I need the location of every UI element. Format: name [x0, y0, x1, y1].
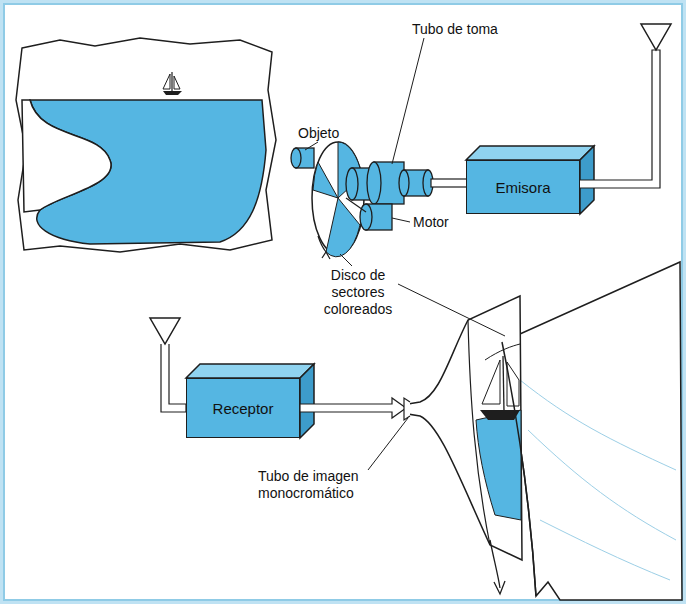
part-label: Tubo de imagen monocromático — [258, 468, 378, 502]
block-box: Emisora — [466, 160, 580, 214]
part-label: Disco de sectores coloreados — [318, 267, 398, 318]
part-label: Objeto — [298, 125, 378, 142]
box-label: Emisora — [495, 179, 550, 196]
part-label: Tubo de toma — [412, 21, 522, 38]
box-label: Receptor — [213, 400, 274, 417]
block-box: Receptor — [186, 378, 300, 438]
part-label: Motor — [413, 214, 483, 231]
